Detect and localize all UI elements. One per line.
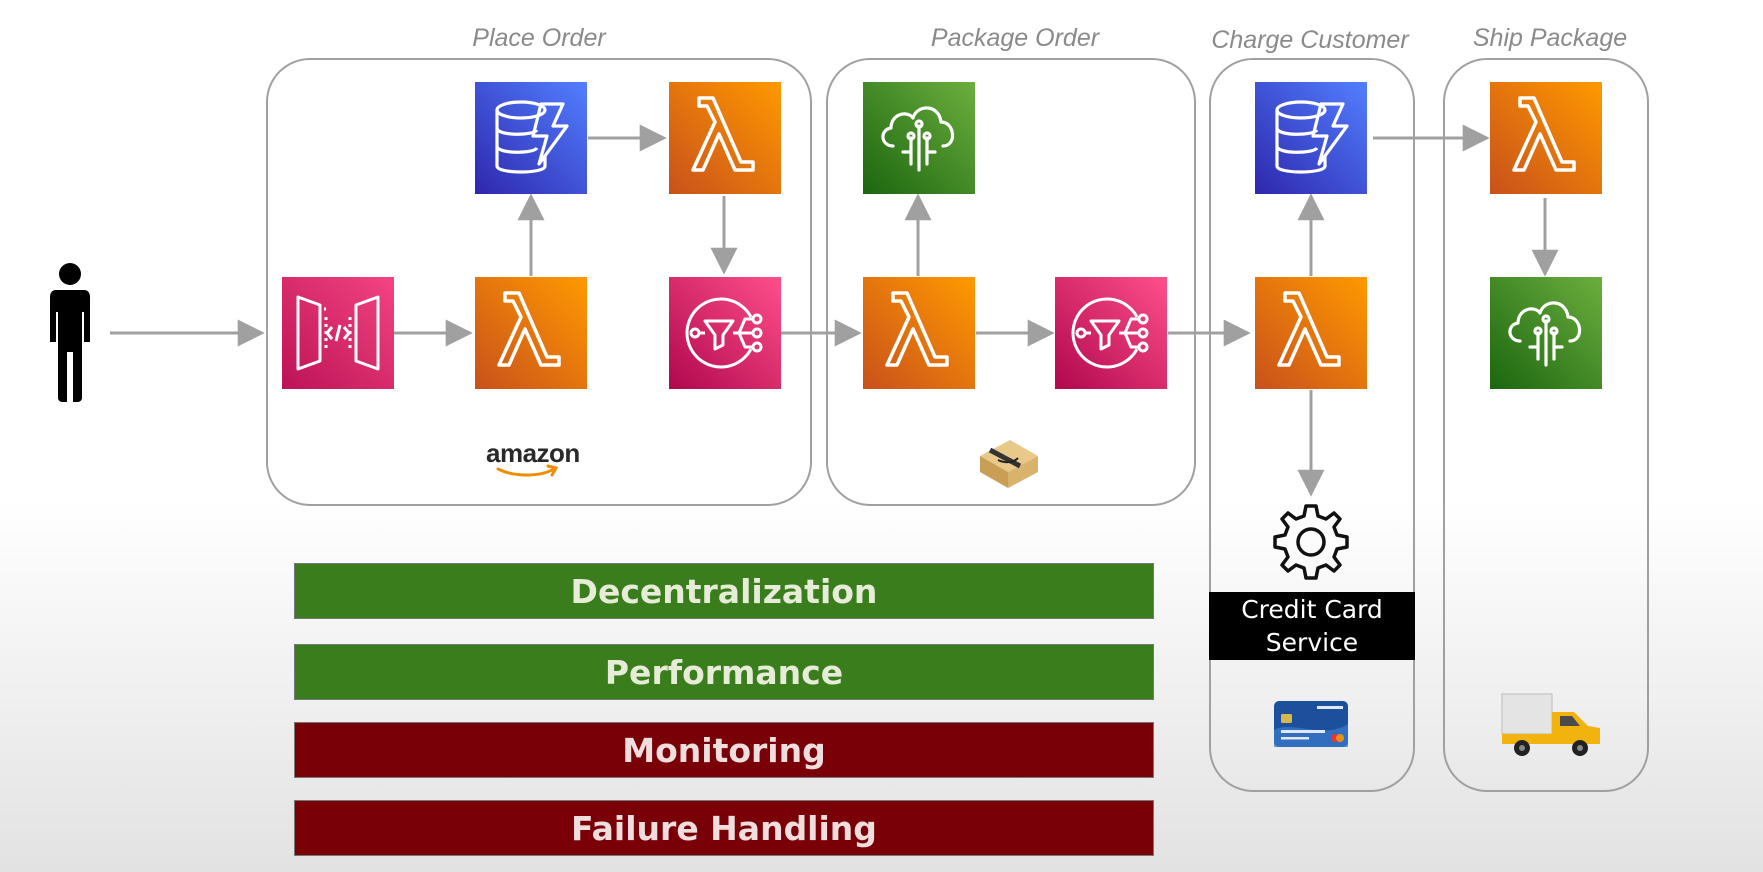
- gear-icon: [1273, 504, 1349, 580]
- principle-bar-monitoring: Monitoring: [294, 722, 1154, 778]
- sns-icon: [669, 277, 781, 389]
- person-icon: [50, 263, 90, 402]
- credit-card-service-line2: Service: [1265, 628, 1359, 657]
- lambda-icon: [863, 277, 975, 389]
- iot-icon: [863, 82, 975, 194]
- dynamodb-icon: [1255, 82, 1367, 194]
- principle-bar-performance: Performance: [294, 644, 1154, 700]
- lambda-icon: [1255, 277, 1367, 389]
- amazon-logo-text: amazon: [486, 438, 580, 468]
- api-gateway-icon: [282, 277, 394, 389]
- stage-title-charge-customer: Charge Customer: [1211, 26, 1409, 54]
- delivery-truck-icon: [1501, 693, 1600, 756]
- lambda-icon: [669, 82, 781, 194]
- package-box-icon: [980, 440, 1038, 488]
- stage-box-charge-customer: [1209, 58, 1415, 792]
- dynamodb-icon: [475, 82, 587, 194]
- stage-box-ship-package: [1443, 58, 1649, 792]
- iot-icon: [1490, 277, 1602, 389]
- amazon-logo: amazon: [484, 438, 580, 478]
- lambda-icon: [1490, 82, 1602, 194]
- stage-box-place-order: [266, 58, 812, 506]
- stage-title-place-order: Place Order: [472, 24, 606, 52]
- principle-bar-failure-handling: Failure Handling: [294, 800, 1154, 856]
- stage-title-ship-package: Ship Package: [1472, 24, 1628, 52]
- credit-card-service-line1: Credit Card: [1241, 595, 1383, 624]
- sns-icon: [1055, 277, 1167, 389]
- principle-bar-decentralization: Decentralization: [294, 563, 1154, 619]
- stage-box-package-order: [826, 58, 1196, 506]
- stage-title-package-order: Package Order: [930, 24, 1100, 52]
- credit-card-service-label: Credit Card Service: [1209, 592, 1415, 660]
- lambda-icon: [475, 277, 587, 389]
- credit-card-icon: [1274, 701, 1348, 747]
